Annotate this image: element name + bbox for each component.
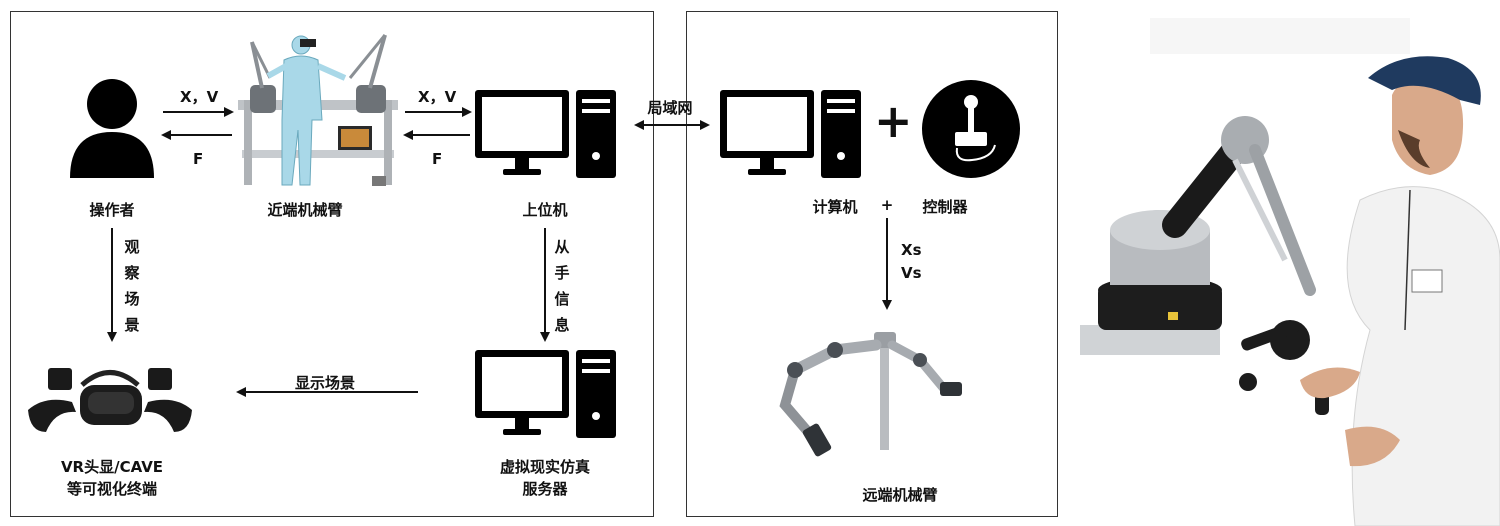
server-pc-icon bbox=[475, 350, 616, 438]
slave-info-char-4: 息 bbox=[554, 316, 570, 334]
observe-char-2: 察 bbox=[124, 264, 140, 282]
vr-headset-icon bbox=[28, 368, 192, 432]
vr-label-line2: 等可视化终端 bbox=[66, 480, 158, 498]
vr-label-line1: VR头显/CAVE bbox=[60, 458, 164, 476]
operator-label: 操作者 bbox=[89, 201, 135, 219]
slave-info-char-3: 信 bbox=[554, 290, 570, 308]
remote-arm-label: 远端机械臂 bbox=[862, 486, 938, 504]
slave-info-text: 从 手 信 息 bbox=[552, 234, 572, 338]
display-scene-label: 显示场景 bbox=[295, 374, 356, 392]
arrow-label-xv-1: X，V bbox=[180, 88, 219, 106]
proximal-arm-label: 近端机械臂 bbox=[267, 201, 343, 219]
observe-scene-text: 观 察 场 景 bbox=[122, 234, 142, 338]
server-label-line1: 虚拟现实仿真 bbox=[499, 458, 591, 476]
controller-label: 控制器 bbox=[922, 198, 968, 216]
plus-symbol: + bbox=[874, 94, 913, 148]
photo-robot-operator bbox=[1080, 18, 1500, 526]
host-pc-label: 上位机 bbox=[522, 201, 568, 219]
host-pc-icon bbox=[475, 90, 616, 178]
joystick-controller-icon bbox=[922, 80, 1020, 178]
vs-label: Vs bbox=[901, 264, 922, 282]
computer-icon bbox=[720, 90, 861, 178]
xs-label: Xs bbox=[901, 241, 922, 259]
server-label-line2: 服务器 bbox=[522, 480, 568, 498]
lan-label: 局域网 bbox=[647, 99, 693, 117]
arrows bbox=[107, 107, 892, 397]
proximal-arm-icon bbox=[238, 34, 398, 186]
observe-char-4: 景 bbox=[124, 316, 140, 334]
slave-info-char-2: 手 bbox=[554, 264, 570, 282]
observe-char-3: 场 bbox=[124, 290, 140, 308]
arrow-label-f-2: F bbox=[432, 150, 443, 168]
observe-char-1: 观 bbox=[124, 238, 140, 256]
arrow-label-xv-2: X，V bbox=[418, 88, 457, 106]
plus-small-label: + bbox=[880, 196, 894, 214]
slave-info-char-1: 从 bbox=[554, 238, 570, 256]
operator-person-icon bbox=[70, 79, 154, 178]
arrow-label-f-1: F bbox=[193, 150, 204, 168]
remote-arm-icon bbox=[779, 332, 962, 457]
computer-label: 计算机 bbox=[812, 198, 858, 216]
